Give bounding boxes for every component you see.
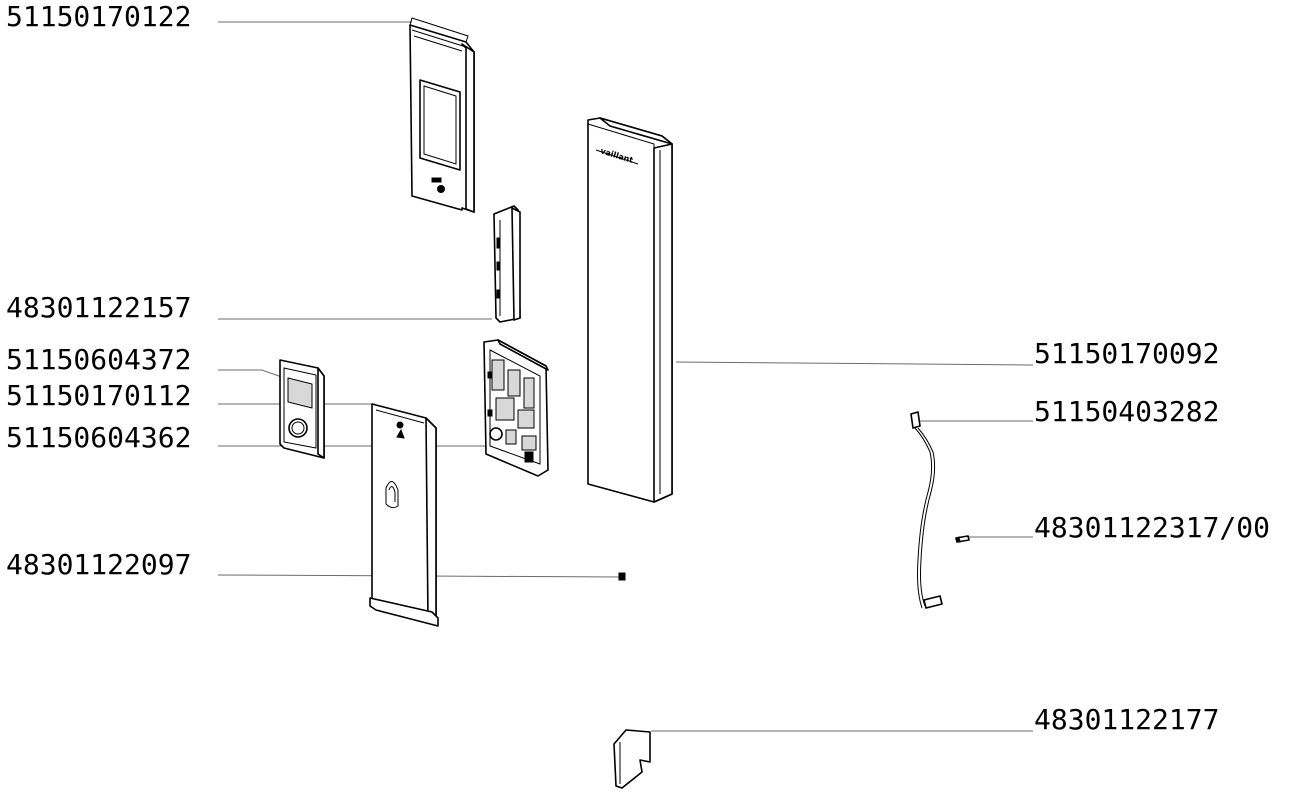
part-number-48301122317-00: 48301122317/00: [1034, 511, 1271, 544]
part-number-51150604372: 51150604372: [6, 343, 192, 376]
part-number-51150170122: 51150170122: [6, 0, 192, 33]
front-cover-top-part: [409, 17, 475, 213]
casing-panel-part: [587, 117, 673, 503]
control-module-part: [279, 359, 325, 459]
leader-51150170092: [675, 361, 1034, 366]
part-number-48301122177: 48301122177: [1034, 703, 1220, 736]
pin-part: [955, 535, 970, 543]
front-cover-bottom-part: [369, 403, 439, 627]
part-number-48301122157: 48301122157: [6, 291, 192, 324]
screw-part: [618, 572, 626, 581]
electronics-board-part: [483, 339, 549, 477]
part-number-51150170112: 51150170112: [6, 379, 192, 412]
side-rail-part: [493, 205, 521, 323]
part-number-51150604362: 51150604362: [6, 421, 192, 454]
label-sheet-part: [613, 729, 651, 789]
cable-part: [910, 411, 943, 609]
part-number-48301122097: 48301122097: [6, 548, 192, 581]
part-number-51150403282: 51150403282: [1034, 395, 1220, 428]
part-number-51150170092: 51150170092: [1034, 337, 1220, 370]
